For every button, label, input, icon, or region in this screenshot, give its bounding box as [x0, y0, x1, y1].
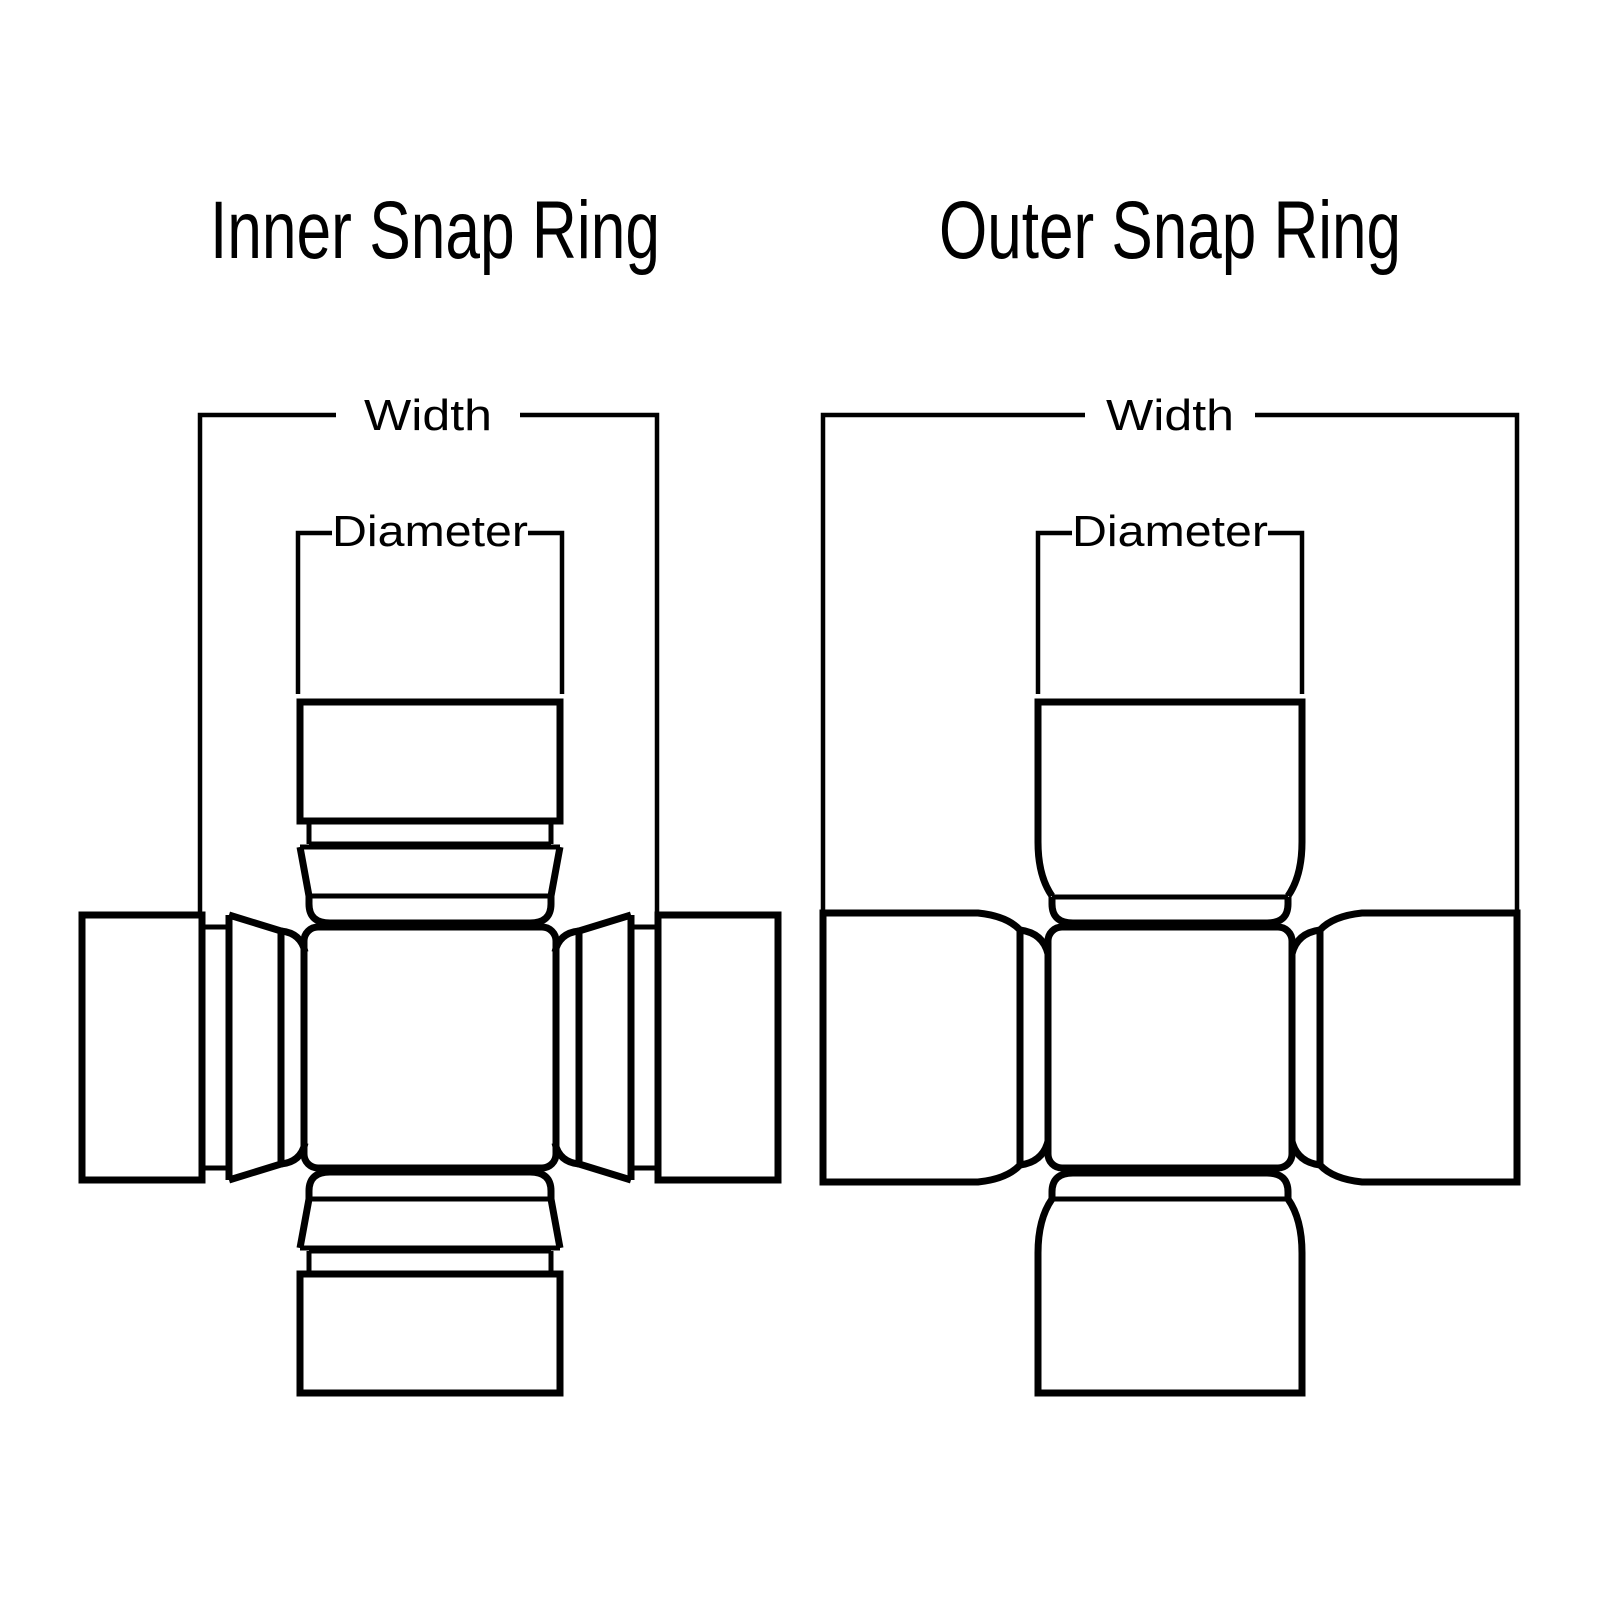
- inner-left-bearing-cap: [78, 911, 206, 1184]
- inner-top-cap-skirt: [296, 846, 564, 927]
- inner-right-cap-neck-lines: [631, 924, 658, 1171]
- inner-bottom-cap-skirt: [296, 1168, 564, 1249]
- outer-top-bearing-cap: [1034, 698, 1306, 899]
- inner-left-snap-ring-flange: [225, 911, 285, 1184]
- inner-diameter-bracket: [295, 530, 565, 694]
- outer-left-cap-seal-curves: [1019, 926, 1052, 1169]
- outer-diagram-title: Outer Snap Ring: [939, 185, 1401, 276]
- inner-left-cap-neck-lines: [202, 924, 229, 1171]
- outer-width-bracket: [820, 412, 1520, 913]
- outer-top-cap-neck: [1048, 897, 1292, 927]
- inner-snap-ring-diagram: Inner Snap Ring Width Diameter: [78, 185, 782, 1397]
- inner-width-label: Width: [364, 391, 492, 440]
- outer-diameter-label: Diameter: [1072, 507, 1268, 556]
- inner-top-bearing-cap: [296, 698, 564, 825]
- inner-bottom-bearing-cap: [296, 1270, 564, 1397]
- inner-top-snap-ring-groove: [300, 823, 560, 899]
- inner-bottom-snap-ring-groove: [300, 1196, 560, 1272]
- inner-left-cap-seal-curves: [280, 927, 309, 1168]
- outer-snap-ring-diagram: Outer Snap Ring Width Diameter: [819, 185, 1521, 1397]
- outer-left-bearing-cap: [819, 909, 1024, 1186]
- outer-cross-body: [1044, 923, 1296, 1172]
- outer-width-label: Width: [1106, 391, 1234, 440]
- outer-bottom-cap-neck: [1048, 1169, 1292, 1199]
- inner-right-cap-seal-curves: [551, 927, 580, 1168]
- outer-bottom-bearing-cap: [1034, 1196, 1306, 1397]
- inner-right-snap-ring-flange: [575, 911, 635, 1184]
- outer-right-cap-seal-curves: [1288, 926, 1321, 1169]
- inner-diagram-title: Inner Snap Ring: [210, 185, 660, 276]
- inner-cross-body: [300, 923, 560, 1172]
- inner-diameter-label: Diameter: [332, 507, 528, 556]
- inner-width-bracket: [197, 412, 660, 915]
- inner-right-bearing-cap: [654, 911, 782, 1184]
- outer-right-bearing-cap: [1316, 909, 1521, 1186]
- outer-diameter-bracket: [1035, 530, 1305, 694]
